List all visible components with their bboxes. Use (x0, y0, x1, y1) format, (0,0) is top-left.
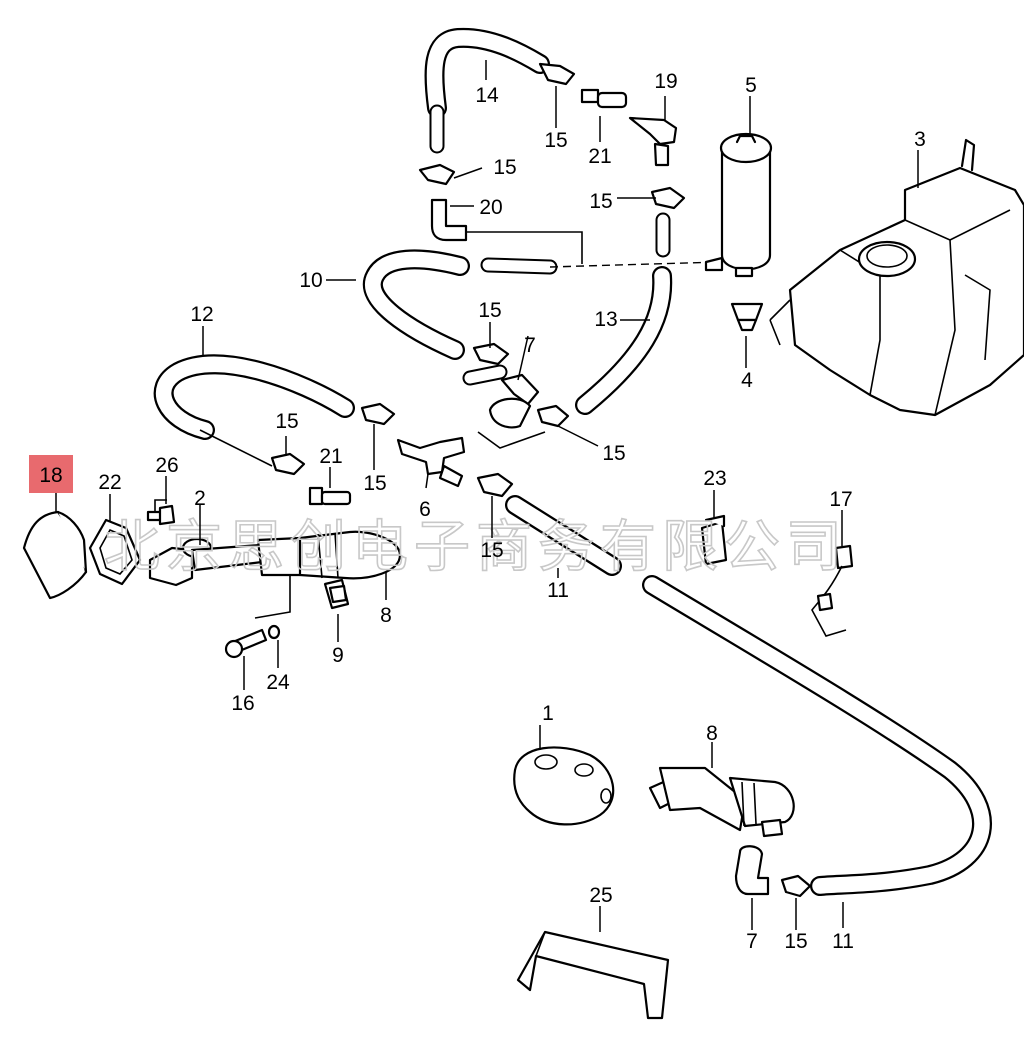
cover-25 (516, 930, 670, 1020)
label-21-top: 21 (588, 145, 611, 168)
label-11-lower: 11 (832, 930, 854, 953)
label-5: 5 (745, 74, 757, 97)
label-10: 10 (299, 269, 322, 292)
connector-20 (430, 198, 468, 242)
label-13: 13 (594, 308, 617, 331)
label-25: 25 (589, 884, 612, 907)
label-20: 20 (479, 196, 502, 219)
label-7-lower: 7 (746, 930, 758, 953)
connection-lines (154, 231, 721, 619)
hose-10 (362, 249, 470, 360)
label-15-a: 15 (544, 129, 567, 152)
label-16: 16 (231, 692, 254, 715)
gasket-22 (88, 518, 142, 586)
nozzle-cover-1 (513, 746, 615, 826)
label-26: 26 (155, 454, 178, 477)
hose-13 (575, 266, 673, 415)
part-labels: 1 2 3 4 5 6 7 7 8 8 9 10 11 11 12 13 14 … (98, 70, 926, 953)
clip-9 (323, 578, 350, 610)
bracket-17 (811, 544, 854, 637)
highlight-box-18 (29, 455, 73, 493)
label-6: 6 (419, 498, 431, 521)
washer-tank (769, 138, 1024, 417)
label-15-d: 15 (478, 299, 501, 322)
label-15-b: 15 (493, 156, 516, 179)
label-7-upper: 7 (524, 334, 536, 357)
part-23 (700, 514, 728, 566)
label-17: 17 (829, 488, 852, 511)
label-15-e: 15 (275, 410, 298, 433)
tube-pipes (429, 104, 671, 386)
label-2: 2 (194, 487, 206, 510)
label-15-i: 15 (784, 930, 807, 953)
label-8-right: 8 (706, 722, 718, 745)
label-9: 9 (332, 644, 344, 667)
t-connector (396, 436, 466, 488)
washer-pump (704, 132, 773, 278)
hose-clamps (270, 62, 812, 898)
label-23: 23 (703, 467, 726, 490)
watermark-text: 北京思创电子商务有限公司 (104, 515, 848, 580)
label-12: 12 (190, 303, 213, 326)
label-15-f: 15 (363, 472, 386, 495)
bolt-26 (146, 504, 176, 526)
hose-11-upper (505, 495, 622, 576)
hose-11-long (642, 575, 992, 896)
bolt-16 (224, 624, 281, 659)
label-11-upper: 11 (547, 579, 569, 602)
label-14: 14 (475, 84, 499, 107)
nozzle-assembly-left (148, 486, 402, 587)
label-3: 3 (914, 128, 926, 151)
nozzle-body-8 (648, 766, 795, 838)
elbow-connector-lower (734, 845, 770, 896)
cover-18 (22, 510, 88, 600)
label-15-g: 15 (602, 442, 625, 465)
label-4: 4 (741, 369, 753, 392)
label-15-h: 15 (480, 539, 503, 562)
label-15-c: 15 (589, 190, 612, 213)
elbow-connector-upper (488, 373, 540, 429)
connector-top (580, 88, 678, 167)
label-18: 18 (39, 464, 62, 487)
label-19: 19 (654, 70, 677, 93)
label-1: 1 (542, 702, 554, 725)
label-8-left: 8 (380, 604, 392, 627)
label-22: 22 (98, 471, 121, 494)
grommet (730, 302, 764, 332)
label-24: 24 (266, 671, 290, 694)
leader-lines (55, 60, 919, 932)
hose-14 (424, 27, 550, 118)
label-21-mid: 21 (319, 445, 342, 468)
hose-12 (153, 354, 355, 440)
